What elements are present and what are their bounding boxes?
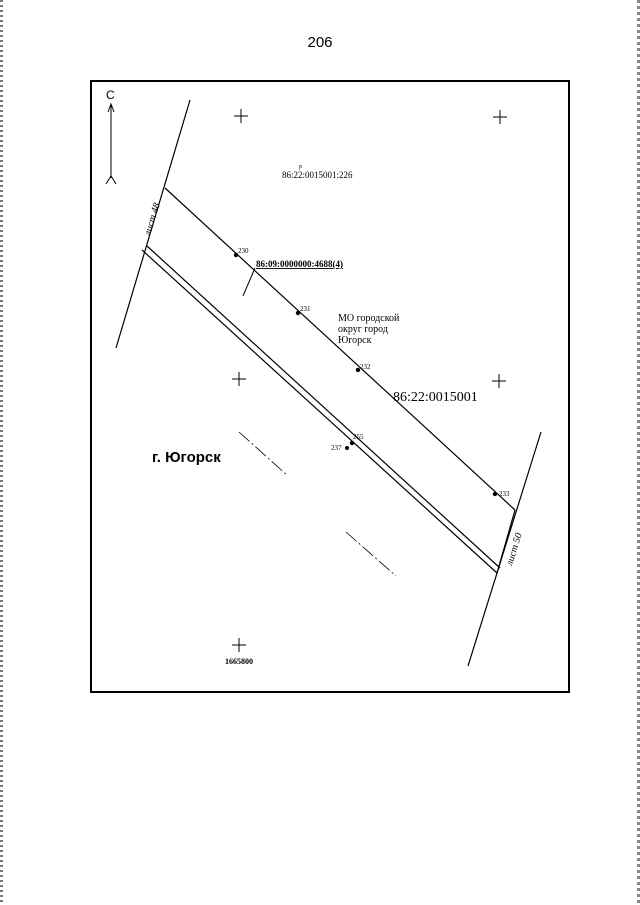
strip-label-leader [242, 267, 256, 297]
grid-cross [232, 638, 246, 652]
strip-lower-boundary [141, 249, 498, 574]
point-label-232: 232 [360, 363, 371, 371]
sheet-50-boundary [467, 431, 542, 667]
upper-parcel-id: 86:22:0015001:226 [282, 170, 353, 180]
block-id: 86:22:0015001 [393, 390, 478, 405]
strip-upper-boundary [164, 187, 516, 511]
survey-point-237 [345, 446, 349, 450]
municipality-line-3: Югорск [338, 335, 372, 346]
coordinate-label: 1665800 [225, 657, 253, 666]
municipality-line-2: округ город [338, 324, 388, 335]
survey-point-233 [492, 491, 498, 497]
map-frame [90, 80, 570, 693]
grid-cross [232, 372, 246, 386]
survey-point-232 [355, 367, 361, 373]
point-label-231: 231 [300, 305, 311, 313]
sheet-48-label: лист 48 [142, 202, 163, 238]
page-number: 206 [307, 34, 333, 51]
north-arrow-head [107, 102, 115, 113]
dash-line-2 [345, 531, 397, 577]
strip-end-boundary [496, 509, 516, 574]
survey-point-231 [295, 310, 301, 316]
survey-point-230 [233, 252, 239, 258]
grid-cross [234, 109, 248, 123]
grid-cross [492, 374, 506, 388]
scan-right-edge [637, 0, 640, 905]
upper-parcel-mark: p [299, 164, 302, 170]
sheet-48-boundary [115, 99, 191, 349]
north-label: С [106, 88, 115, 102]
scan-left-edge [0, 0, 3, 905]
strip-parcel-id: 86:09:0000000:4688(4) [256, 259, 343, 269]
municipality-line-1: МО городской [338, 313, 400, 324]
point-label-230: 230 [238, 247, 249, 255]
grid-cross [493, 110, 507, 124]
point-label-233: 233 [499, 490, 510, 498]
point-label-255: 255 [353, 433, 364, 441]
strip-lower-boundary-inner [146, 245, 501, 569]
north-arrow-tail [105, 175, 117, 185]
survey-point-255 [349, 440, 355, 446]
town-label: г. Югорск [152, 449, 221, 466]
dash-line-1 [238, 431, 289, 477]
point-label-237: 237 [331, 444, 342, 452]
